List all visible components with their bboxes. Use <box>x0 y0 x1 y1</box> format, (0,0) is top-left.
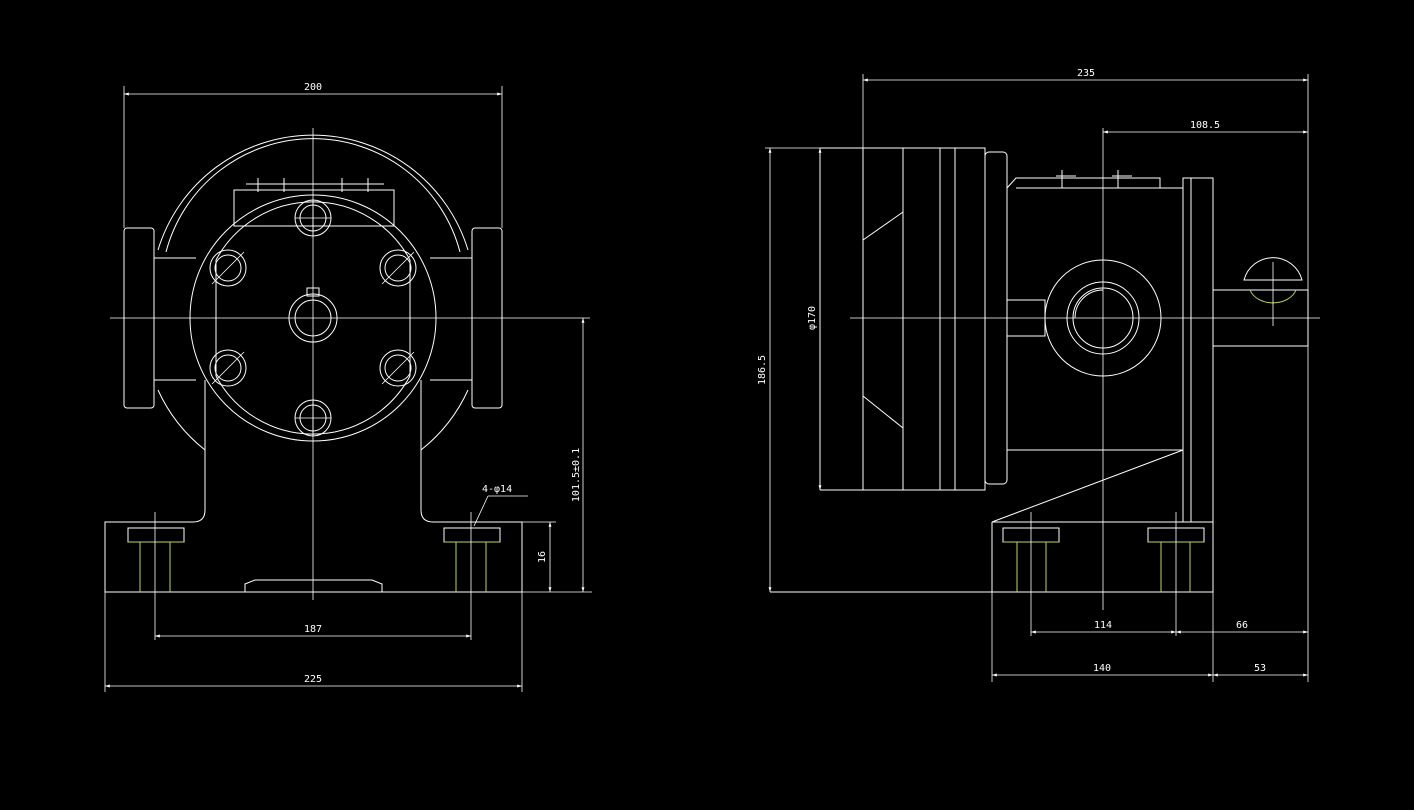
note-holes: 4-φ14 <box>482 484 512 495</box>
shaft-key <box>1243 257 1303 281</box>
shaft-hub-inner <box>294 299 332 337</box>
pedestal-body <box>104 380 523 593</box>
shaft-hub-outer <box>288 293 338 343</box>
dim-base-length: 140 <box>1093 663 1111 674</box>
left-flange <box>123 227 155 409</box>
side-base-holes <box>1002 512 1205 636</box>
dim-right-hole: 66 <box>1236 620 1248 631</box>
cylinder-body <box>863 147 986 491</box>
base-holes <box>127 512 501 640</box>
right-flange-plate <box>1182 177 1214 523</box>
bolt <box>379 249 417 287</box>
keyway <box>306 287 320 297</box>
dim-bolt-spacing: 187 <box>304 624 322 635</box>
dim-base-height: 16 <box>537 551 548 563</box>
dim-hole-spacing: 114 <box>1094 620 1112 631</box>
gear-housing <box>1006 177 1184 451</box>
base-recess <box>244 579 383 592</box>
dim-base-width: 225 <box>304 674 322 685</box>
dim-shaft-offset: 108.5 <box>1190 120 1220 131</box>
dim-center-height: 101.5±0.1 <box>571 448 582 502</box>
dim-shaft-length: 53 <box>1254 663 1266 674</box>
bolt <box>209 249 247 287</box>
side-view: 235 108.5 φ170 186.5 114 66 140 53 <box>757 68 1320 682</box>
bolt <box>379 349 417 387</box>
housing-lower-right-arc <box>420 389 469 451</box>
dim-overall-length: 235 <box>1077 68 1095 79</box>
cover-outer-circle <box>189 194 437 442</box>
dim-overall-width: 200 <box>304 82 322 93</box>
housing-top-arc <box>157 134 469 251</box>
right-flange <box>471 227 503 409</box>
dim-total-height: 186.5 <box>757 355 768 385</box>
housing-inner-arc <box>165 138 461 253</box>
output-shaft <box>1212 289 1309 347</box>
cover-bolts <box>209 199 417 437</box>
boss-mid <box>1066 281 1140 355</box>
boss-inner <box>1072 287 1134 349</box>
left-shaft-stub <box>1006 299 1046 337</box>
front-view: 200 187 225 16 101.5±0.1 4-φ14 <box>104 82 592 692</box>
top-clamp <box>233 189 395 227</box>
bolt <box>209 349 247 387</box>
housing-lower-left-arc <box>157 389 206 451</box>
support-rib <box>991 449 1184 523</box>
dim-diameter: φ170 <box>807 306 818 330</box>
